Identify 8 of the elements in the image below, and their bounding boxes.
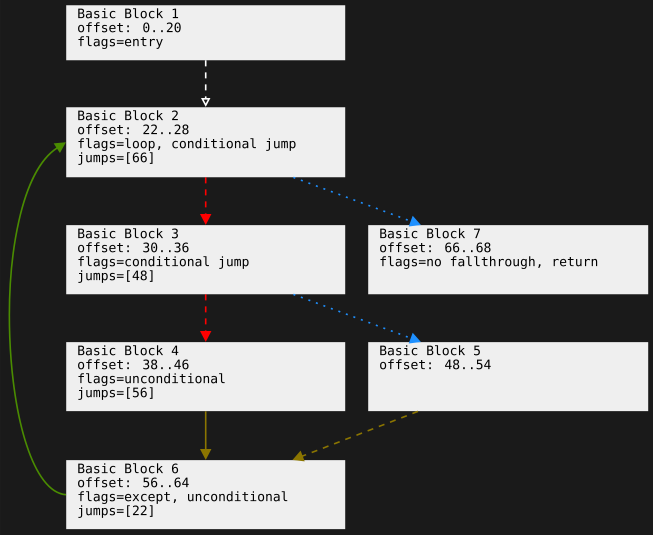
- block-box: Basic Block 5 offset: 48..54: [368, 342, 648, 412]
- block-box: Basic Block 7 offset: 66..68 flags=no fallthrough, return: [368, 225, 648, 294]
- block-box: Basic Block 3 offset: 30..36 flags=conditional jump jumps=[48]: [66, 225, 346, 294]
- block-box: Basic Block 2 offset: 22..28 flags=loop, conditional jump jumps=[66]: [66, 107, 346, 178]
- arrow: [8, 142, 66, 496]
- block-box: Basic Block 1 offset: 0..20 flags=entry: [66, 5, 346, 60]
- block-box: Basic Block 6 offset: 56..64 flags=except, unconditional jumps=[22]: [66, 460, 346, 530]
- block-box: Basic Block 4 offset: 38..46 flags=unconditional jumps=[56]: [66, 342, 346, 412]
